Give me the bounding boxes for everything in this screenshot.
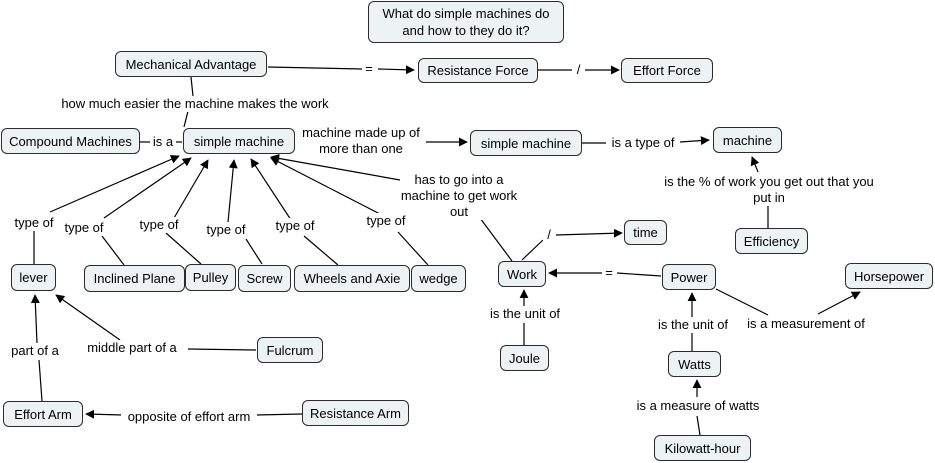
time-node[interactable]: time	[624, 220, 667, 245]
mechanical-advantage-node[interactable]: Mechanical Advantage	[115, 51, 267, 77]
horsepower-node[interactable]: Horsepower	[845, 263, 933, 289]
wedge-node[interactable]: wedge	[411, 265, 466, 292]
link-label-type-of-wedge: type of	[362, 213, 410, 229]
link-label-equals: =	[362, 61, 376, 77]
link-label-type-of-inclined-plane: type of	[60, 220, 108, 236]
link-label-has-to-go-into: has to go into a machine to get work out	[400, 172, 518, 220]
link-label-how-much-easier: how much easier the machine makes the wo…	[52, 96, 338, 112]
link-label-equals-power: =	[602, 265, 616, 281]
kilowatt-hour-node[interactable]: Kilowatt-hour	[654, 435, 751, 461]
link-label-part-of-a: part of a	[6, 343, 64, 359]
joule-node[interactable]: Joule	[500, 345, 549, 371]
simple-machine-center-node[interactable]: simple machine	[183, 128, 295, 154]
power-node[interactable]: Power	[662, 264, 716, 290]
lever-node[interactable]: lever	[11, 264, 56, 291]
work-node[interactable]: Work	[498, 261, 546, 287]
link-label-is-a-measurement-of: is a measurement of	[742, 316, 870, 332]
link-label-divide-time: /	[543, 227, 555, 243]
watts-node[interactable]: Watts	[668, 351, 721, 377]
machine-node[interactable]: machine	[713, 127, 782, 153]
resistance-force-node[interactable]: Resistance Force	[418, 58, 538, 83]
screw-node[interactable]: Screw	[238, 265, 291, 292]
wheels-and-axie-node[interactable]: Wheels and Axie	[294, 265, 410, 292]
inclined-plane-node[interactable]: Inclined Plane	[84, 265, 185, 292]
resistance-arm-node[interactable]: Resistance Arm	[302, 400, 409, 426]
link-label-divide: /	[573, 62, 584, 78]
link-label-is-a: is a	[150, 134, 176, 150]
link-label-middle-part-of-a: middle part of a	[80, 340, 184, 356]
effort-force-node[interactable]: Effort Force	[621, 58, 713, 83]
link-label-percent-of-work: is the % of work you get out that you pu…	[664, 174, 874, 206]
pulley-node[interactable]: Pulley	[185, 264, 236, 291]
link-label-is-a-measure-of-watts: is a measure of watts	[630, 398, 766, 414]
compound-machines-node[interactable]: Compound Machines	[1, 128, 140, 154]
question-node[interactable]: What do simple machines do and how to th…	[368, 1, 564, 43]
link-label-type-of-screw: type of	[202, 222, 250, 238]
link-label-type-of-lever: type of	[10, 215, 58, 231]
link-label-machine-made-up: machine made up of more than one	[296, 125, 426, 157]
efficiency-node[interactable]: Efficiency	[735, 228, 808, 254]
link-label-is-the-unit-of-watts: is the unit of	[651, 317, 735, 333]
simple-machine-right-node[interactable]: simple machine	[470, 130, 582, 156]
link-label-is-a-type-of: is a type of	[606, 135, 680, 151]
fulcrum-node[interactable]: Fulcrum	[257, 337, 323, 363]
link-label-opposite-of-effort-arm: opposite of effort arm	[121, 409, 257, 425]
effort-arm-node[interactable]: Effort Arm	[3, 401, 83, 427]
link-label-type-of-pulley: type of	[135, 217, 183, 233]
link-label-type-of-wheels: type of	[271, 218, 319, 234]
link-label-is-the-unit-of-joule: is the unit of	[483, 306, 567, 322]
